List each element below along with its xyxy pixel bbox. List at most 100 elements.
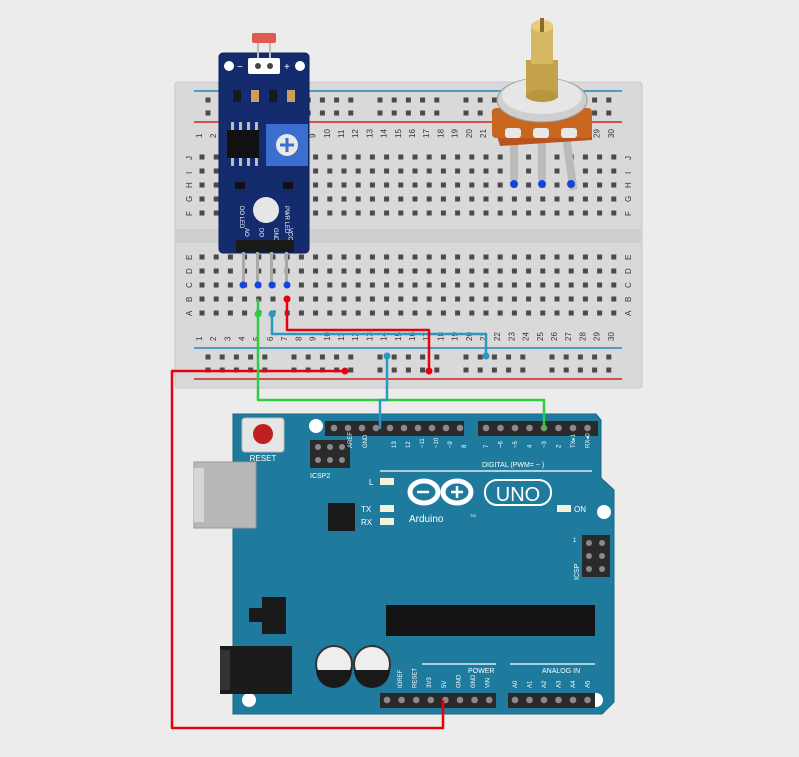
- breadboard-hole[interactable]: [355, 296, 361, 302]
- breadboard-hole[interactable]: [227, 296, 233, 302]
- rail-hole[interactable]: [549, 367, 555, 373]
- breadboard-hole[interactable]: [412, 210, 418, 216]
- breadboard-hole[interactable]: [398, 154, 404, 160]
- breadboard-hole[interactable]: [497, 182, 503, 188]
- breadboard-hole[interactable]: [412, 282, 418, 288]
- header-pin[interactable]: [412, 696, 420, 704]
- breadboard-hole[interactable]: [526, 254, 532, 260]
- breadboard-hole[interactable]: [483, 310, 489, 316]
- header-pin[interactable]: [511, 424, 519, 432]
- breadboard-hole[interactable]: [355, 210, 361, 216]
- breadboard-hole[interactable]: [568, 282, 574, 288]
- header-pin[interactable]: [442, 424, 450, 432]
- breadboard-hole[interactable]: [597, 154, 603, 160]
- breadboard-hole[interactable]: [511, 282, 517, 288]
- breadboard-hole[interactable]: [568, 310, 574, 316]
- breadboard-hole[interactable]: [327, 310, 333, 316]
- header-pin[interactable]: [511, 696, 519, 704]
- breadboard-hole[interactable]: [440, 296, 446, 302]
- breadboard-hole[interactable]: [597, 268, 603, 274]
- breadboard-hole[interactable]: [213, 254, 219, 260]
- header-pin[interactable]: [584, 424, 591, 432]
- breadboard-hole[interactable]: [412, 310, 418, 316]
- breadboard-hole[interactable]: [497, 282, 503, 288]
- breadboard-hole[interactable]: [597, 296, 603, 302]
- breadboard-hole[interactable]: [611, 254, 617, 260]
- rail-hole[interactable]: [348, 354, 354, 360]
- breadboard-hole[interactable]: [313, 210, 319, 216]
- rail-hole[interactable]: [334, 110, 340, 116]
- breadboard-hole[interactable]: [611, 296, 617, 302]
- rail-hole[interactable]: [463, 97, 469, 103]
- breadboard-hole[interactable]: [440, 254, 446, 260]
- breadboard-hole[interactable]: [540, 196, 546, 202]
- breadboard-hole[interactable]: [355, 282, 361, 288]
- breadboard-hole[interactable]: [483, 268, 489, 274]
- breadboard-hole[interactable]: [227, 282, 233, 288]
- rail-hole[interactable]: [491, 354, 497, 360]
- breadboard-hole[interactable]: [355, 168, 361, 174]
- breadboard-hole[interactable]: [313, 154, 319, 160]
- breadboard-hole[interactable]: [213, 168, 219, 174]
- breadboard-hole[interactable]: [313, 268, 319, 274]
- header-pin[interactable]: [526, 696, 533, 704]
- breadboard-hole[interactable]: [568, 196, 574, 202]
- header-pin[interactable]: [555, 696, 562, 704]
- rail-hole[interactable]: [606, 367, 612, 373]
- breadboard-hole[interactable]: [568, 254, 574, 260]
- breadboard-hole[interactable]: [298, 310, 304, 316]
- header-pin[interactable]: [428, 424, 436, 432]
- breadboard-hole[interactable]: [355, 154, 361, 160]
- breadboard-hole[interactable]: [369, 182, 375, 188]
- breadboard-hole[interactable]: [483, 254, 489, 260]
- rail-hole[interactable]: [319, 97, 325, 103]
- rotary-potentiometer[interactable]: [492, 18, 592, 191]
- breadboard-hole[interactable]: [597, 282, 603, 288]
- breadboard-hole[interactable]: [554, 196, 560, 202]
- rail-hole[interactable]: [205, 97, 211, 103]
- rail-hole[interactable]: [319, 110, 325, 116]
- breadboard-hole[interactable]: [582, 168, 588, 174]
- breadboard-hole[interactable]: [213, 296, 219, 302]
- rail-hole[interactable]: [262, 354, 268, 360]
- breadboard-hole[interactable]: [398, 182, 404, 188]
- breadboard-hole[interactable]: [440, 310, 446, 316]
- rail-hole[interactable]: [606, 354, 612, 360]
- breadboard-hole[interactable]: [611, 210, 617, 216]
- breadboard-hole[interactable]: [455, 254, 461, 260]
- breadboard-hole[interactable]: [327, 168, 333, 174]
- breadboard-hole[interactable]: [398, 268, 404, 274]
- breadboard-hole[interactable]: [455, 310, 461, 316]
- breadboard-hole[interactable]: [355, 254, 361, 260]
- breadboard-hole[interactable]: [213, 310, 219, 316]
- breadboard-hole[interactable]: [455, 168, 461, 174]
- breadboard-hole[interactable]: [526, 168, 532, 174]
- header-pin[interactable]: [482, 424, 490, 432]
- breadboard-hole[interactable]: [384, 254, 390, 260]
- breadboard-hole[interactable]: [327, 296, 333, 302]
- breadboard-hole[interactable]: [199, 268, 205, 274]
- breadboard-hole[interactable]: [597, 310, 603, 316]
- rail-hole[interactable]: [477, 97, 483, 103]
- breadboard-hole[interactable]: [511, 196, 517, 202]
- breadboard-hole[interactable]: [341, 254, 347, 260]
- breadboard-hole[interactable]: [213, 210, 219, 216]
- breadboard-hole[interactable]: [469, 210, 475, 216]
- breadboard-hole[interactable]: [582, 196, 588, 202]
- header-pin[interactable]: [414, 424, 422, 432]
- breadboard-hole[interactable]: [455, 268, 461, 274]
- breadboard-hole[interactable]: [227, 268, 233, 274]
- breadboard-hole[interactable]: [355, 182, 361, 188]
- header-pin[interactable]: [427, 696, 435, 704]
- header-pin[interactable]: [569, 424, 577, 432]
- header-pin[interactable]: [497, 424, 504, 432]
- breadboard-hole[interactable]: [341, 168, 347, 174]
- rail-hole[interactable]: [348, 110, 354, 116]
- rail-hole[interactable]: [420, 367, 426, 373]
- header-pin[interactable]: [471, 696, 478, 704]
- breadboard-hole[interactable]: [426, 310, 432, 316]
- breadboard-hole[interactable]: [582, 210, 588, 216]
- header-pin[interactable]: [526, 424, 533, 432]
- breadboard-hole[interactable]: [611, 310, 617, 316]
- breadboard-hole[interactable]: [497, 296, 503, 302]
